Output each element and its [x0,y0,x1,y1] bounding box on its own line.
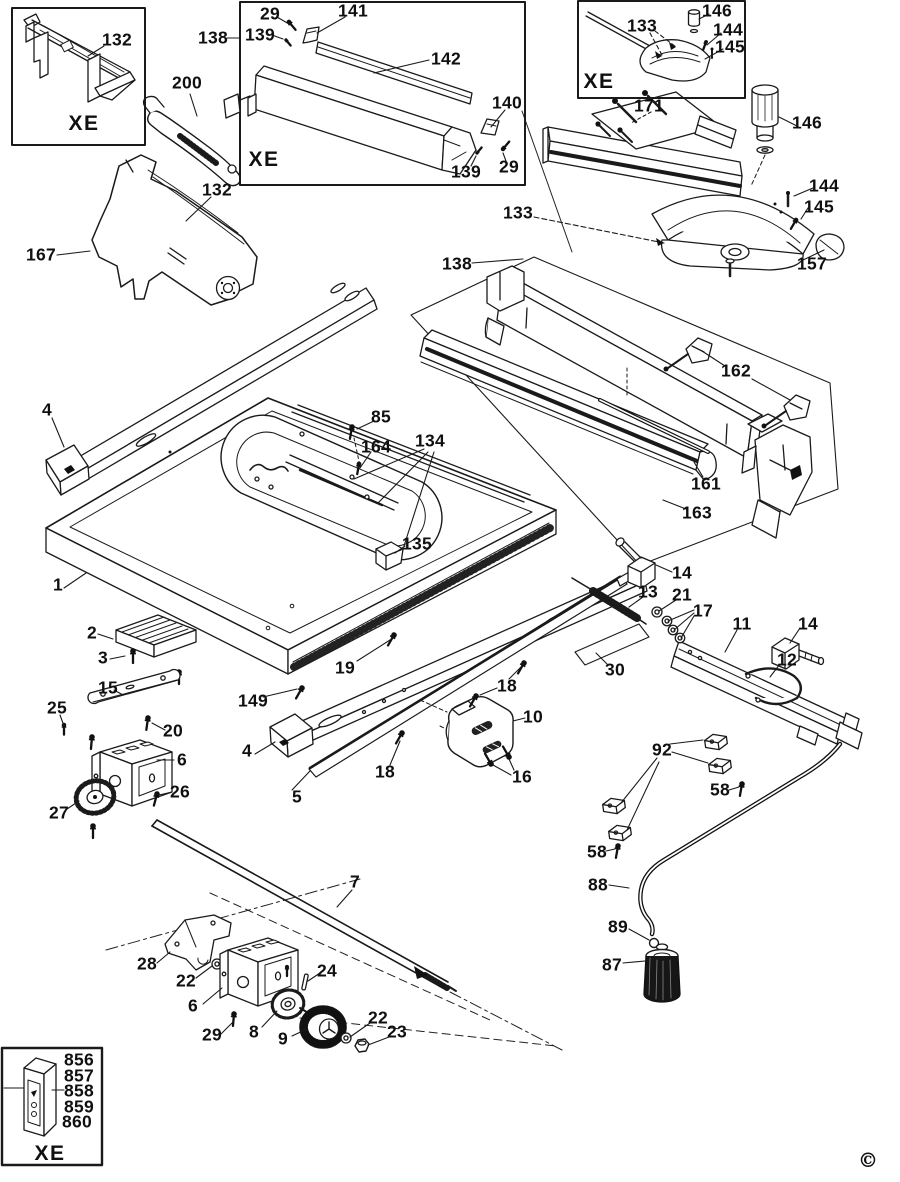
outfeed-support-drawing [116,615,196,686]
miter-gauge-assembly-drawing [543,85,844,276]
front-rail-upper-drawing [46,282,377,495]
inset-box-top-left [12,8,145,145]
front-rail-lower-drawing [270,571,647,777]
bevel-rail-drawing [671,641,862,749]
mounting-plate-drawing [60,669,180,751]
wire-rod-and-clips [601,731,840,1002]
rip-fence-inset-drawing [224,17,512,174]
elevation-rod-drawing [152,820,456,991]
wrench-200-drawing [144,96,241,185]
clamp-handle-drawing [446,697,513,767]
inset-box-bottom-left [2,1048,102,1165]
leader-lines [52,14,824,1045]
switch-bracket-drawing [88,740,172,840]
switch-key-inset-drawing [4,1058,64,1136]
throat-plate-drawing [221,415,442,570]
blade-guard-drawing [92,155,257,305]
part-132-bracket-drawing [24,14,135,102]
table-top-drawing [46,398,556,674]
inset-box-top-middle [224,2,525,185]
rail-screws [292,624,649,770]
rip-fence-assembly-drawing [420,266,812,538]
miter-gauge-inset-drawing [586,10,714,81]
copyright-mark: © [858,1148,878,1172]
gearbox-assembly-drawing [165,915,369,1052]
bevel-knobs-and-spring [572,536,824,704]
inset-box-top-right [578,1,745,98]
